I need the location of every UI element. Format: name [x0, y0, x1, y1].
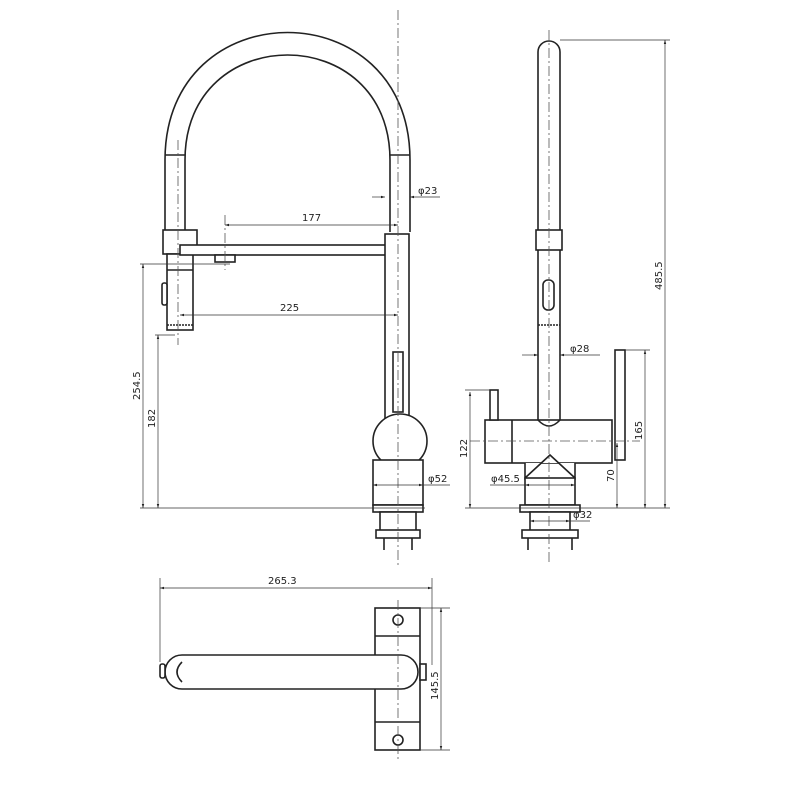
- dim-spout-tube-dia: φ23: [418, 186, 437, 197]
- dim-outlet-height: 70: [606, 469, 617, 482]
- dim-spray-head-height: 182: [147, 409, 158, 428]
- side-view: 485.5 φ28 165 122 70 φ45.5 φ32: [459, 30, 670, 565]
- side-right-lever: [614, 349, 626, 461]
- side-left-lever: [489, 389, 499, 421]
- side-spray-button: [542, 279, 555, 311]
- spray-head: [166, 253, 194, 331]
- dim-lever-height: 165: [634, 421, 645, 440]
- dim-tube-dia: φ28: [570, 344, 589, 355]
- spout-arch-inner: [184, 54, 391, 232]
- dim-total-height-spray: 254.5: [132, 371, 143, 400]
- dim-base-dia: φ45.5: [491, 474, 520, 485]
- dim-length: 265.3: [268, 576, 297, 587]
- dim-body-dia: φ52: [428, 474, 447, 485]
- spout-arch: [164, 31, 411, 232]
- dim-shank-dia: φ32: [573, 510, 592, 521]
- spray-button: [161, 282, 168, 306]
- top-spout: [164, 654, 419, 690]
- dim-total-height: 485.5: [654, 261, 665, 290]
- dim-outlet-reach: 177: [302, 213, 321, 224]
- spout-bar: [179, 244, 393, 256]
- dim-width: 145.5: [430, 671, 441, 700]
- front-view: φ23 177 225 254.5 182 φ52: [132, 10, 450, 565]
- dim-spray-reach: 225: [280, 303, 299, 314]
- dim-body-height: 122: [459, 439, 470, 458]
- top-view: 265.3 145.5: [159, 576, 450, 760]
